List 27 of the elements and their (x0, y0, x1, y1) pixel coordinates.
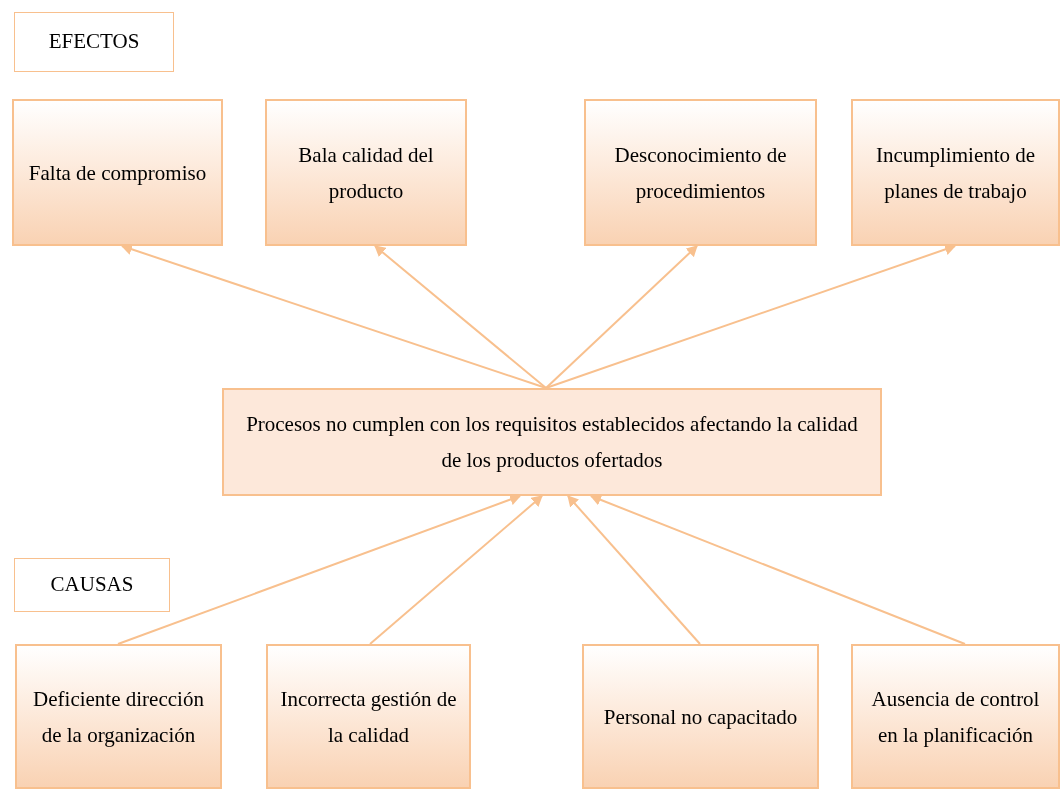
arrow (369, 495, 543, 645)
effect-cause-box (12, 99, 223, 246)
arrow (545, 245, 698, 389)
box-text: CAUSAS (50, 571, 134, 599)
effect-cause-box (584, 99, 817, 246)
box-text: Ausencia de control en la planificación (870, 685, 1041, 749)
effect-cause-box (15, 644, 222, 789)
section-heading-box (14, 12, 174, 72)
section-heading-box (14, 558, 170, 612)
effect-cause-box (851, 99, 1060, 246)
effect-cause-box (851, 644, 1060, 789)
box-text: Deficiente dirección de la organización (32, 685, 205, 749)
box-text: Incumplimiento de planes de trabajo (874, 141, 1037, 205)
box-text: Incorrecta gestión de la calidad (279, 685, 458, 749)
effect-cause-box (582, 644, 819, 789)
arrow (374, 245, 547, 389)
box-text: Desconocimiento de procedimientos (613, 141, 788, 205)
box-text: Bala calidad del producto (297, 141, 435, 205)
central-problem-box (222, 388, 882, 496)
arrow (590, 494, 966, 645)
box-text: EFECTOS (48, 28, 140, 56)
arrow (567, 495, 701, 645)
box-text: Procesos no cumplen con los requisitos establecidos afectando la calidad de los productos ofertados (245, 411, 859, 474)
effect-cause-box (266, 644, 471, 789)
effect-cause-box (265, 99, 467, 246)
box-text: Falta de compromiso (28, 159, 207, 187)
box-text: Personal no capacitado (603, 703, 798, 731)
